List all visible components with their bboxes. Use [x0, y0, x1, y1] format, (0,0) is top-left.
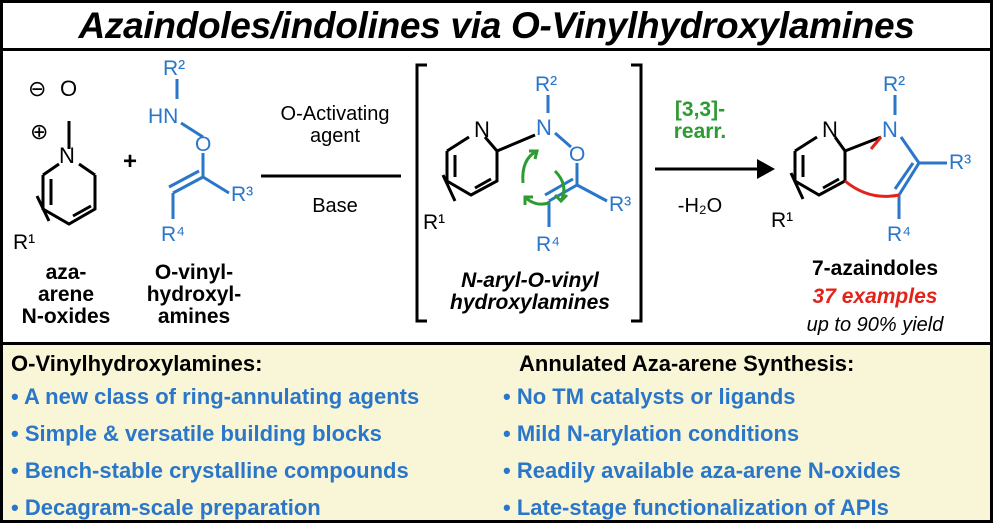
reaction-scheme: O ⊖ ⊕ N R¹ + R² HN O R³ R⁴ [3, 51, 990, 341]
conditions-top-line-2: agent [309, 125, 361, 147]
product-r3: R³ [949, 151, 971, 174]
pyridine-n-oxide-structure [35, 121, 97, 226]
conditions-top: O-Activating agent [265, 103, 405, 147]
vinyl-r2: R² [163, 57, 185, 80]
intermediate-chain [496, 95, 608, 227]
n-oxide-o-atom: O [60, 76, 77, 101]
plus-sign: + [123, 148, 137, 175]
yield-label: up to 90% yield [806, 314, 944, 336]
n-oxide-minus-charge: ⊖ [28, 76, 46, 101]
title-bar: Azaindoles/indolines via O-Vinylhydroxyl… [3, 3, 990, 51]
product-r1: R¹ [771, 209, 793, 232]
scheme-drawing: O ⊖ ⊕ N R¹ + R² HN O R³ R⁴ [13, 57, 971, 323]
vinyl-r4: R⁴ [161, 223, 185, 246]
vinyl-label-line-1: O-vinyl- [154, 261, 234, 284]
left-bullet-1: • A new class of ring-annulating agents [11, 384, 420, 409]
conditions-top-line-1: O-Activating [280, 103, 390, 125]
intermediate-brackets [415, 63, 643, 323]
page-title: Azaindoles/indolines via O-Vinylhydroxyl… [78, 5, 915, 46]
intermediate-label-line-1: N-aryl-O-vinyl [461, 269, 599, 292]
vinyl-label-line-3: amines [157, 305, 231, 328]
intermediate-r3: R³ [609, 193, 631, 216]
product-r4: R⁴ [887, 223, 911, 246]
intermediate-pyridine-ring [441, 135, 499, 202]
intermediate-n-ring: N [474, 117, 490, 142]
n-oxide-r1: R¹ [13, 231, 35, 254]
intermediate-r2: R² [535, 73, 557, 96]
electron-flow-arrows [521, 149, 569, 206]
rearr-label: [3,3]- rearr. [655, 99, 745, 143]
n-oxide-label: aza- arene N-oxides [11, 262, 121, 328]
right-bullet-4: • Late-stage functionalization of APIs [503, 495, 889, 520]
vinyl-label-line-2: hydroxyl- [146, 283, 242, 306]
rearr-label-line-2: rearr. [673, 120, 727, 143]
product-pyrrole-ring [844, 95, 947, 219]
o-vinylhydroxylamine-structure [168, 79, 230, 219]
n-oxide-n-atom: N [59, 143, 75, 168]
right-column-heading: Annulated Aza-arene Synthesis: [519, 351, 855, 376]
intermediate-n-amine: N [536, 115, 552, 140]
vinyl-r3: R³ [231, 183, 253, 206]
intermediate-o: O [569, 143, 585, 166]
vinyl-hn: HN [148, 105, 178, 128]
left-bullet-4: • Decagram-scale preparation [11, 495, 321, 520]
examples-label: 37 examples [812, 285, 938, 308]
right-bullet-3: • Readily available aza-arene N-oxides [503, 458, 901, 483]
product-label: 7-azaindoles [811, 257, 939, 280]
n-oxide-plus-charge: ⊕ [30, 119, 48, 144]
left-bullet-3: • Bench-stable crystalline compounds [11, 458, 409, 483]
product-r2: R² [883, 73, 905, 96]
right-bullet-1: • No TM catalysts or ligands [503, 384, 796, 409]
rearr-label-line-1: [3,3]- [674, 98, 726, 121]
intermediate-r4: R⁴ [536, 233, 560, 256]
vinyl-o: O [195, 133, 211, 156]
n-oxide-label-line-2: arene [37, 283, 95, 306]
features-panel: O-Vinylhydroxylamines: • A new class of … [3, 342, 990, 520]
intermediate-r1: R¹ [423, 211, 445, 234]
product-n-ring: N [822, 117, 838, 142]
left-bullet-2: • Simple & versatile building blocks [11, 421, 382, 446]
loss-label: -H₂O [677, 195, 723, 217]
vinyl-label: O-vinyl- hydroxyl- amines [129, 262, 259, 328]
n-oxide-label-line-1: aza- [45, 261, 87, 284]
intermediate-label: N-aryl-O-vinyl hydroxylamines [425, 270, 635, 314]
right-bullet-2: • Mild N-arylation conditions [503, 421, 800, 446]
product-n-pyrrole: N [882, 117, 898, 142]
reaction-arrow-2-head [757, 159, 775, 179]
left-column-heading: O-Vinylhydroxylamines: [11, 351, 263, 376]
product-pyridine-ring [789, 135, 847, 200]
conditions-bottom: Base [312, 195, 358, 217]
n-oxide-label-line-3: N-oxides [21, 305, 111, 328]
intermediate-label-line-2: hydroxylamines [450, 291, 610, 314]
